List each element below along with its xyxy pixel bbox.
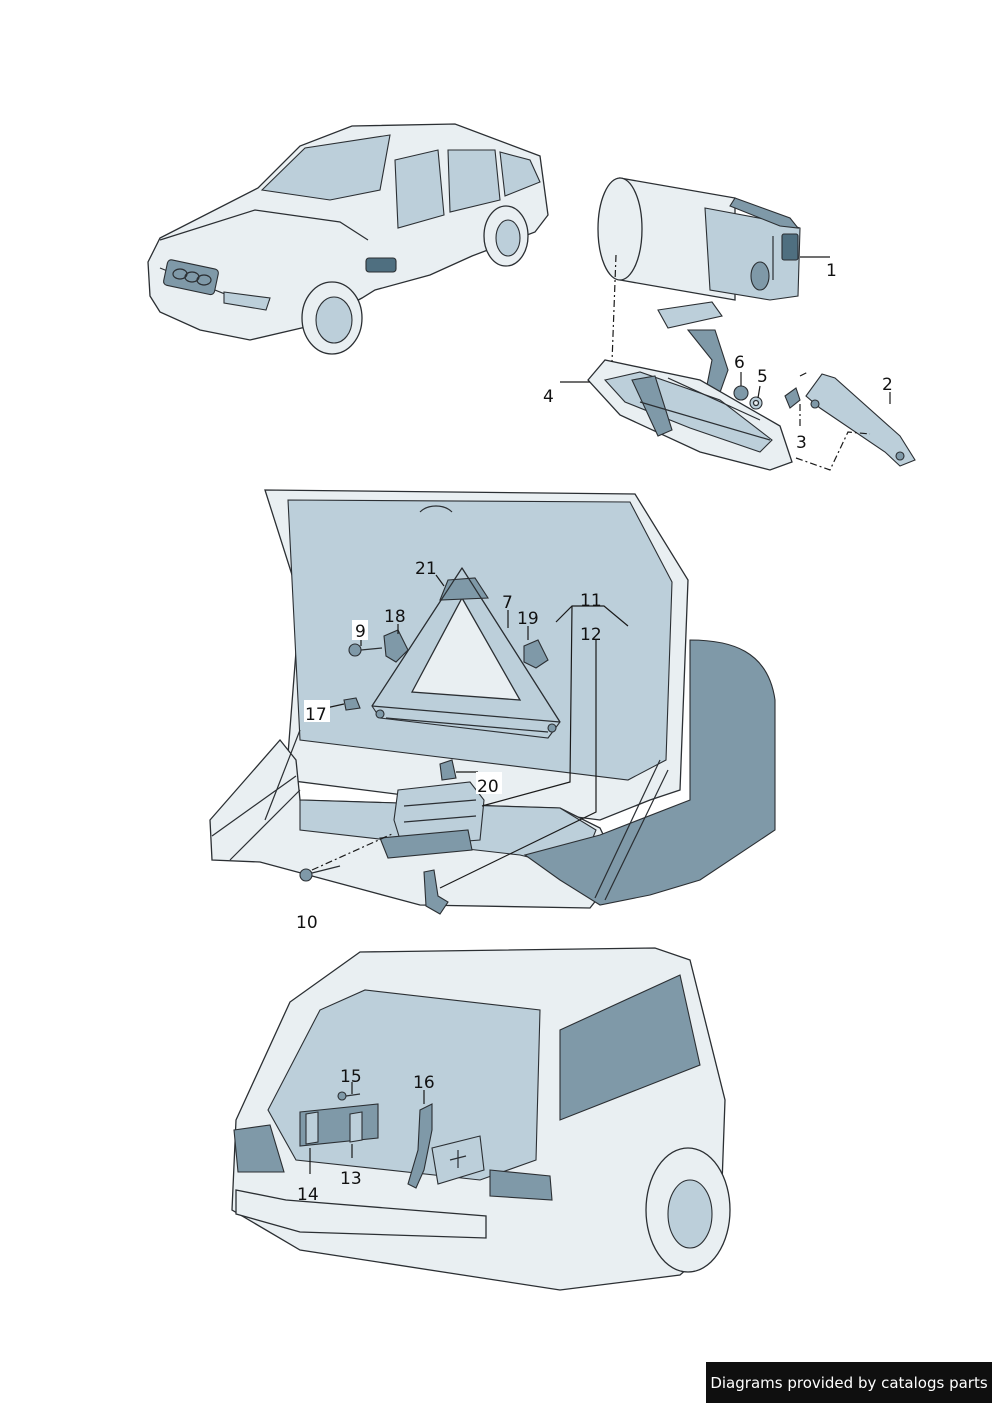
part-label-19: 19 <box>517 609 539 629</box>
part-label-21: 21 <box>415 559 437 579</box>
trunk-hardware <box>299 629 549 915</box>
tool-roll-assembly <box>597 177 801 301</box>
part-label-20: 20 <box>477 777 499 797</box>
part-label-3: 3 <box>796 433 807 453</box>
part-label-9: 9 <box>355 622 366 642</box>
part-label-18: 18 <box>384 607 406 627</box>
part-label-15: 15 <box>340 1067 362 1087</box>
part-label-2: 2 <box>882 375 893 395</box>
wagon-illustration <box>231 947 731 1291</box>
callouts: 1 2 3 4 5 6 7 9 10 11 12 13 14 15 16 17 … <box>296 261 893 1205</box>
part-label-14: 14 <box>297 1185 319 1205</box>
part-label-16: 16 <box>413 1073 435 1093</box>
part-label-5: 5 <box>757 367 768 387</box>
tool-tray-assembly <box>587 301 793 471</box>
sedan-illustration <box>147 123 549 355</box>
credit-text: Diagrams provided by catalogs parts <box>710 1373 988 1392</box>
part-label-13: 13 <box>340 1169 362 1189</box>
part-label-12: 12 <box>580 625 602 645</box>
part-label-4: 4 <box>543 387 554 407</box>
part-label-10: 10 <box>296 913 318 933</box>
wagon-trunk-parts <box>299 1091 485 1189</box>
credit-banner: Diagrams provided by catalogs parts <box>706 1362 992 1403</box>
part-label-7: 7 <box>502 593 513 613</box>
part-label-1: 1 <box>826 261 837 281</box>
part-label-11: 11 <box>580 591 602 611</box>
bracket-hardware <box>733 373 916 467</box>
part-label-17: 17 <box>305 705 327 725</box>
warning-triangle <box>371 566 561 739</box>
part-label-6: 6 <box>734 353 745 373</box>
